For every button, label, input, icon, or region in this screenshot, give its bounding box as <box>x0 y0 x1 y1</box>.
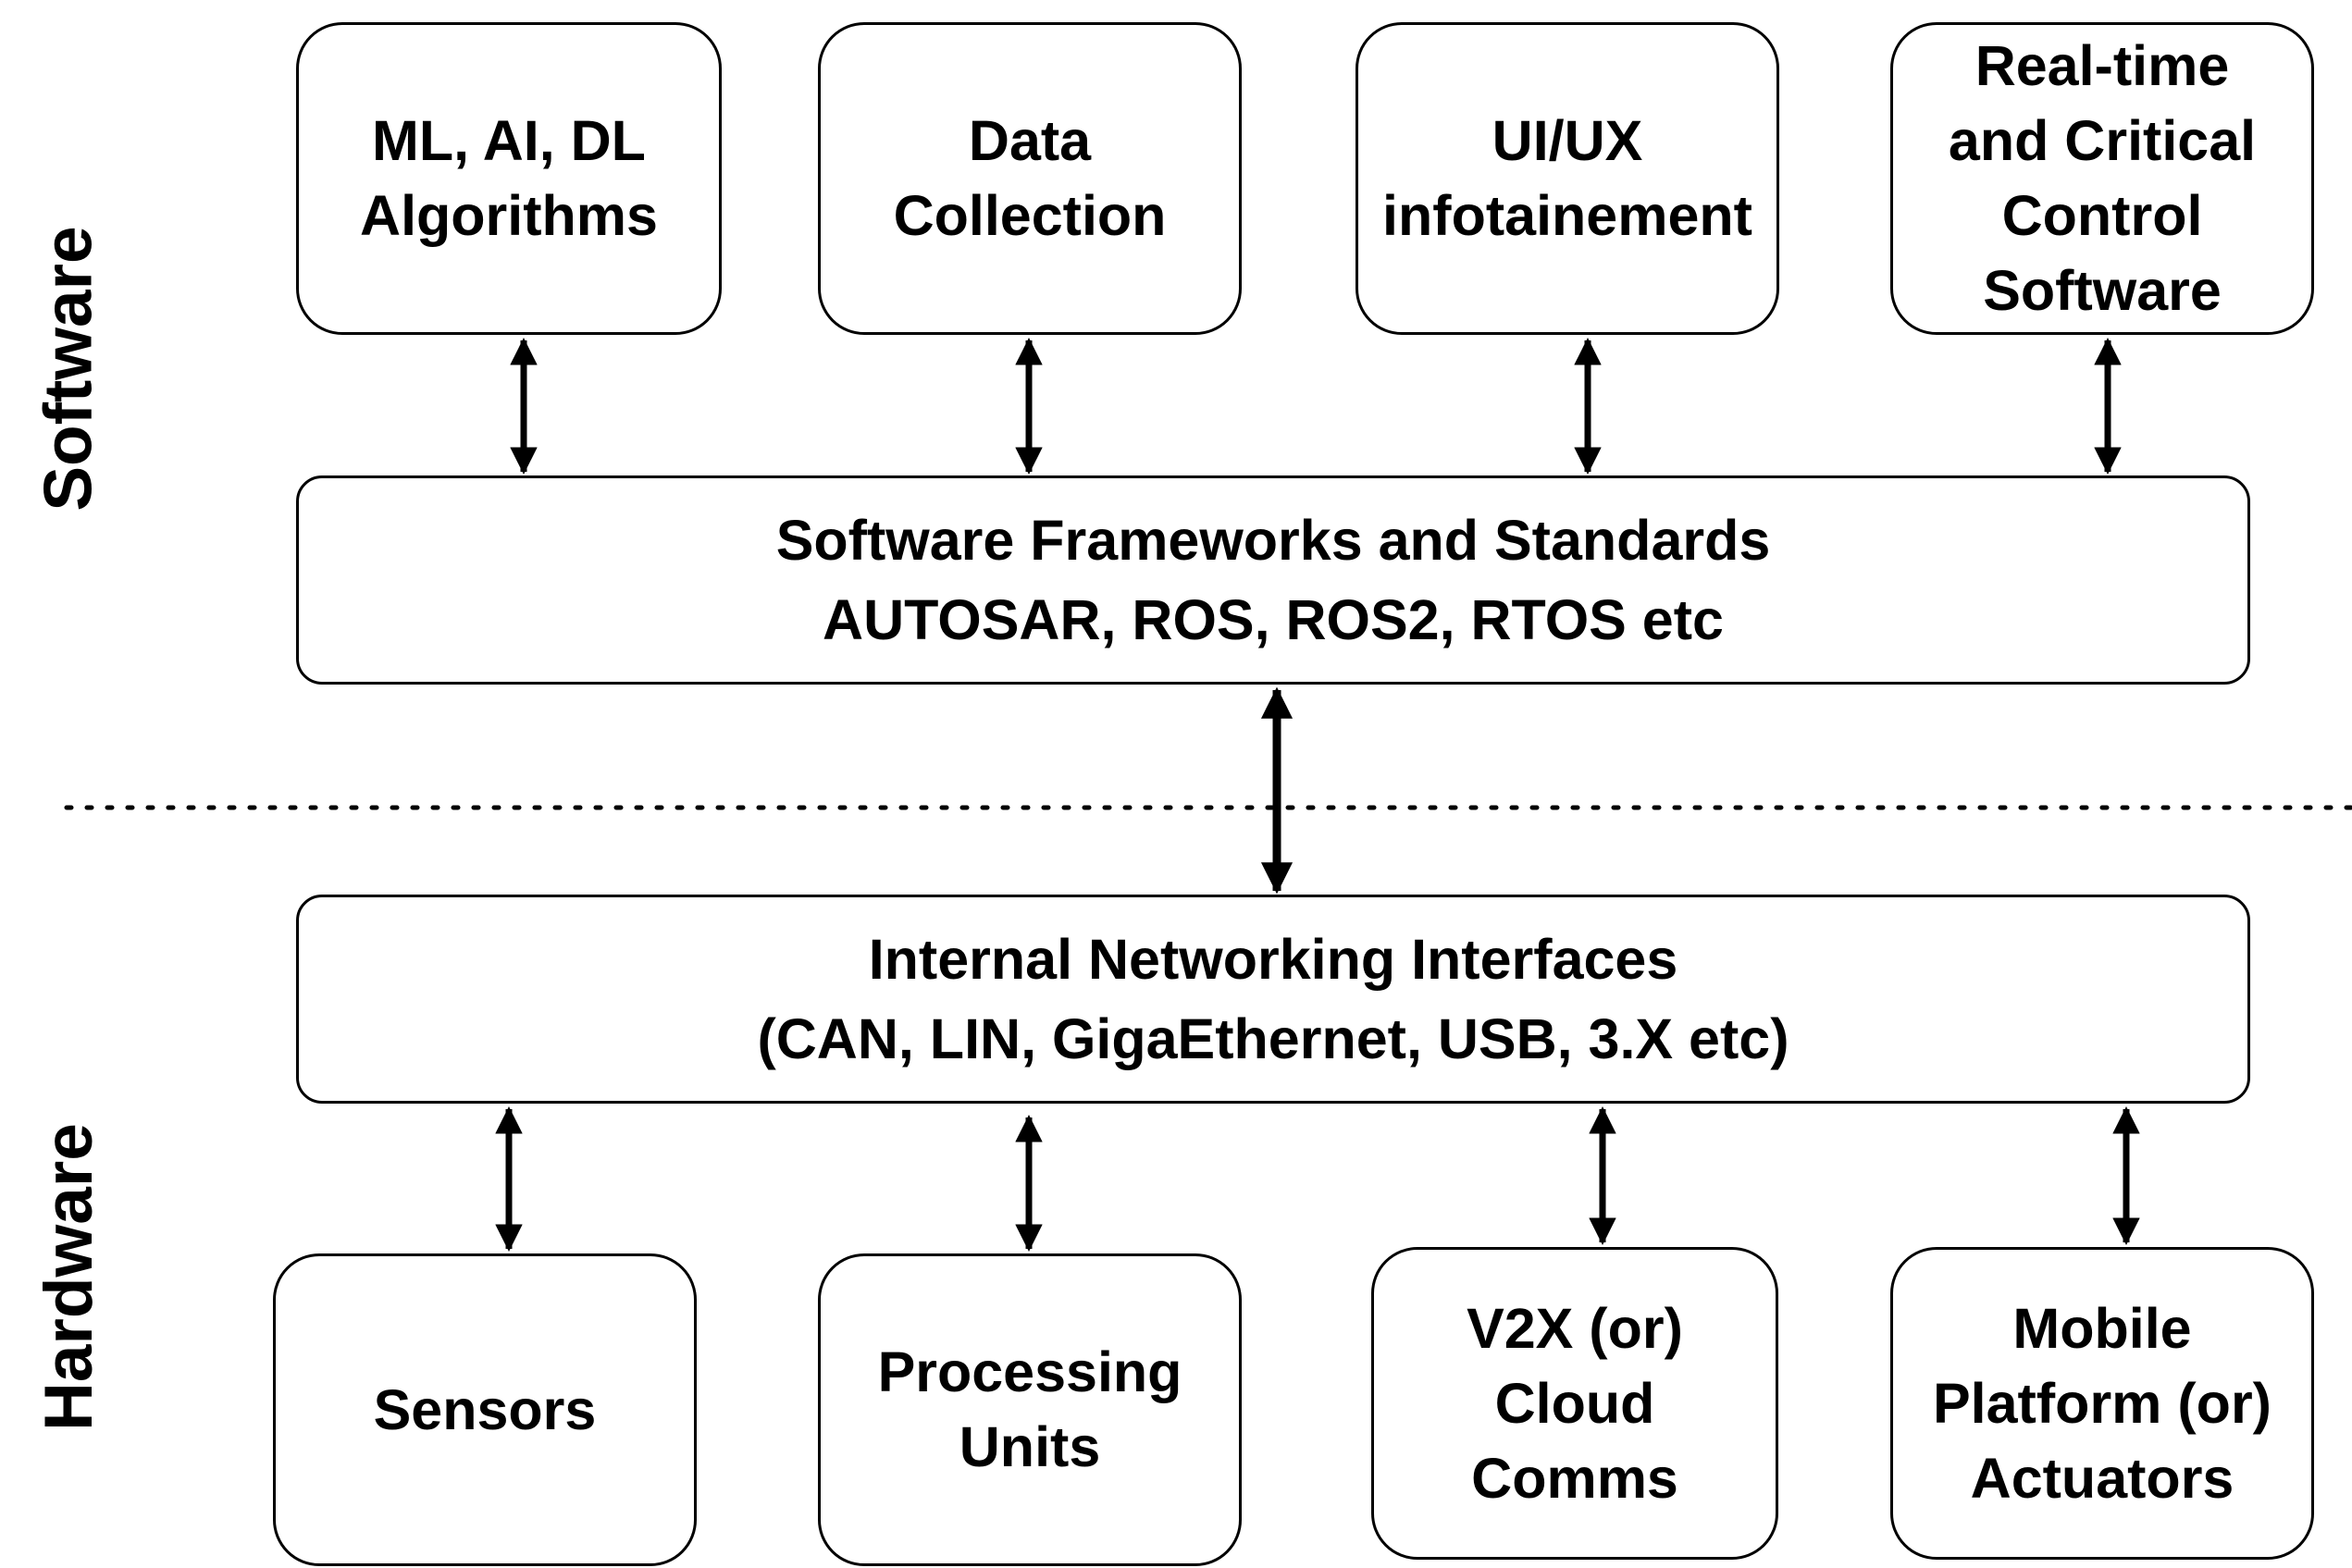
v2x-cloud-comms-box: V2X (or) Cloud Comms <box>1371 1247 1778 1560</box>
sensors-box: Sensors <box>273 1253 697 1566</box>
ml-ai-dl-algorithms-box: ML, AI, DL Algorithms <box>296 22 722 335</box>
realtime-critical-control-box: Real-time and Critical Control Software <box>1890 22 2314 335</box>
internal-networking-box: Internal Networking Interfaces (CAN, LIN… <box>296 895 2250 1104</box>
mobile-platform-actuators-box: Mobile Platform (or) Actuators <box>1890 1247 2314 1560</box>
data-collection-box: Data Collection <box>818 22 1242 335</box>
processing-units-box: Processing Units <box>818 1253 1242 1566</box>
uiux-infotainment-box: UI/UX infotainement <box>1355 22 1779 335</box>
software-frameworks-box: Software Frameworks and Standards AUTOSA… <box>296 475 2250 685</box>
